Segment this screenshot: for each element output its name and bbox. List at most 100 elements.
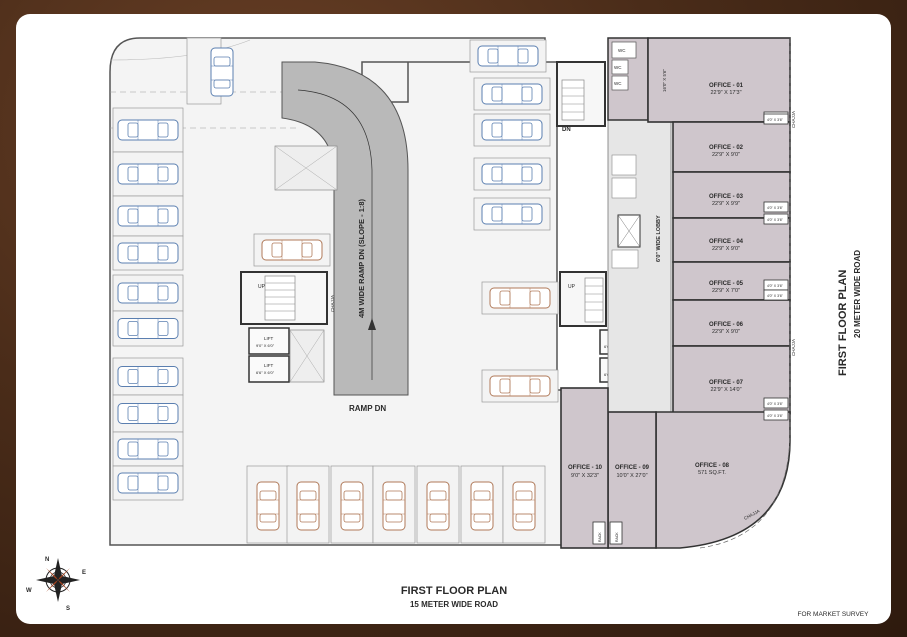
car-icon [481, 203, 543, 225]
compass-s: S [66, 606, 70, 612]
side-title: FIRST FLOOR PLAN [837, 270, 849, 376]
car-icon [296, 481, 320, 531]
lift-label-l1: LIFT [264, 336, 274, 341]
stair-dim-label: 16'0" X 5'6" [662, 69, 667, 92]
car-icon [489, 375, 551, 397]
office-size: 10'0" X 27'0" [616, 473, 647, 479]
office-2-room [672, 121, 791, 173]
ramp-label: 4M WIDE RAMP DN (SLOPE - 1:8) [357, 198, 366, 318]
wc-box [763, 397, 789, 409]
car-icon [481, 83, 543, 105]
footer-note: FOR MARKET SURVEY [798, 611, 870, 618]
car-icon [382, 481, 406, 531]
car-icon [117, 242, 179, 264]
wc-dim: 4'0" X 3'6" [767, 284, 784, 288]
office-size: 22'9" X 17'3" [710, 90, 741, 96]
top-parking [186, 37, 559, 403]
office-name: OFFICE - 10 [568, 465, 603, 471]
wc-box [763, 289, 789, 301]
chajja-label-r1: CHAJJA [791, 111, 796, 128]
car-icon [256, 481, 280, 531]
office-name: OFFICE - 07 [709, 380, 744, 386]
car-icon [512, 481, 536, 531]
car-icon [117, 163, 179, 185]
left-parking-bays [112, 107, 184, 501]
car-icon [481, 119, 543, 141]
car-icon [261, 239, 323, 261]
office-name: OFFICE - 02 [709, 145, 744, 151]
office-name: OFFICE - 04 [709, 239, 744, 245]
right-core: DN UP LIFT 6'6" X 6'0" LIFT 6'6" X 6'0" [556, 61, 633, 383]
wc-box [763, 213, 789, 225]
car-icon [117, 205, 179, 227]
car-icon [481, 163, 543, 185]
office-size: 22'9" X 9'0" [712, 246, 740, 252]
road-right-label: 20 METER WIDE ROAD [853, 250, 862, 338]
lobby-label: 6'0" WIDE LOBBY [656, 215, 662, 262]
car-icon [117, 438, 179, 460]
office-name: OFFICE - 09 [615, 465, 650, 471]
office-size: 22'9" X 14'0" [710, 387, 741, 393]
office-10-room [560, 387, 609, 549]
wc-box [763, 409, 789, 421]
wc-dim: 4'0" X 3'6" [767, 218, 784, 222]
compass-w: W [26, 588, 32, 594]
office-size: 571 SQ.FT. [698, 470, 726, 476]
office-size: 22'9" X 7'0" [712, 288, 740, 294]
office-name: OFFICE - 08 [695, 463, 730, 469]
car-icon [489, 287, 551, 309]
wc-box [763, 113, 789, 125]
ramp [281, 61, 409, 396]
car-icon [340, 481, 364, 531]
car-icon [117, 282, 179, 304]
wc-box [763, 201, 789, 213]
car-icon [477, 45, 539, 67]
office-size: 22'9" X 9'9" [712, 201, 740, 207]
rack-label-2: RACK [615, 532, 619, 542]
car-icon [117, 318, 179, 339]
wc-dim: 4'0" X 3'6" [767, 118, 784, 122]
chajja-label-left: CHAJJA [330, 295, 335, 312]
stair-up-label-right: UP [568, 284, 576, 290]
wc-label-top1: WC [618, 48, 626, 53]
car-icon [117, 119, 179, 141]
car-icon [117, 403, 179, 424]
lift-label-l2: LIFT [264, 363, 274, 368]
wc-dim: 4'0" X 3'6" [767, 414, 784, 418]
rack-label-1: RACK [598, 532, 602, 542]
ramp-dn-label: RAMP DN [349, 404, 386, 413]
road-bottom-label: 15 METER WIDE ROAD [410, 600, 498, 609]
office-name: OFFICE - 03 [709, 194, 744, 200]
office-name: OFFICE - 05 [709, 281, 744, 287]
stair-dn-label: DN [562, 127, 571, 133]
car-icon [210, 47, 234, 97]
bottom-parking [246, 465, 546, 544]
chajja-label-r2: CHAJJA [791, 339, 796, 356]
car-icon [426, 481, 450, 531]
office-8-room [655, 411, 791, 549]
wc-label-top3: WC [614, 81, 622, 86]
compass-e: E [82, 570, 86, 576]
lift-dim-l2: 6'6" X 6'0" [256, 370, 275, 375]
wc-dim: 4'0" X 3'6" [767, 206, 784, 210]
office-size: 22'9" X 9'0" [712, 152, 740, 158]
wc-dim: 4'0" X 3'6" [767, 402, 784, 406]
car-icon [470, 481, 494, 531]
car-icon [117, 366, 179, 387]
office-1-room [647, 37, 791, 123]
car-icon [117, 472, 179, 494]
office-size: 22'9" X 9'0" [712, 329, 740, 335]
office-name: OFFICE - 01 [709, 83, 744, 89]
wc-dim: 4'0" X 3'6" [767, 294, 784, 298]
lift-dim-l1: 9'0" X 6'0" [256, 343, 275, 348]
compass-icon: N S E W [26, 557, 86, 612]
office-size: 9'0" X 32'3" [571, 473, 599, 479]
left-core: UP CHAJJA LIFT 9'0" X 6'0" LIFT 6'6" X 6… [240, 271, 335, 383]
stair-up-label-left: UP [258, 284, 266, 290]
wc-label-top2: WC [614, 65, 622, 70]
office-6-room [672, 299, 791, 347]
page-title: FIRST FLOOR PLAN [401, 585, 507, 597]
